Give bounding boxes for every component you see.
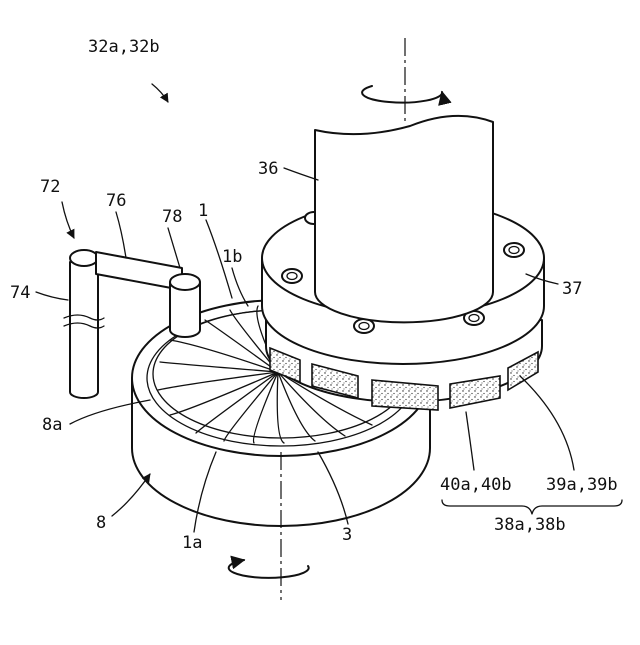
post-label: 74 [10,283,30,303]
unit-label: 72 [40,177,60,197]
part-3-label: 3 [342,525,352,545]
assembly-label: 32a,32b [88,37,160,57]
platen-edge-label: 8a [42,415,62,435]
part-1a-label: 1a [182,533,202,553]
bolt-icon [504,243,524,257]
part-1b-label: 1b [222,247,242,267]
segments-label: 39a,39b [546,475,618,495]
bolt-icon [282,269,302,283]
head-label: 37 [562,279,582,299]
platen-label: 8 [96,513,106,533]
pads-label: 40a,40b [440,475,512,495]
part-1-label: 1 [198,201,208,221]
group-label: 38a,38b [494,515,566,535]
arm-label: 76 [106,191,126,211]
polishing-head [262,116,544,410]
rotation-arrow-icon [362,86,442,103]
rotation-arrow-icon [229,560,309,578]
shaft-label: 36 [258,159,278,179]
part-78-label: 78 [162,207,182,227]
